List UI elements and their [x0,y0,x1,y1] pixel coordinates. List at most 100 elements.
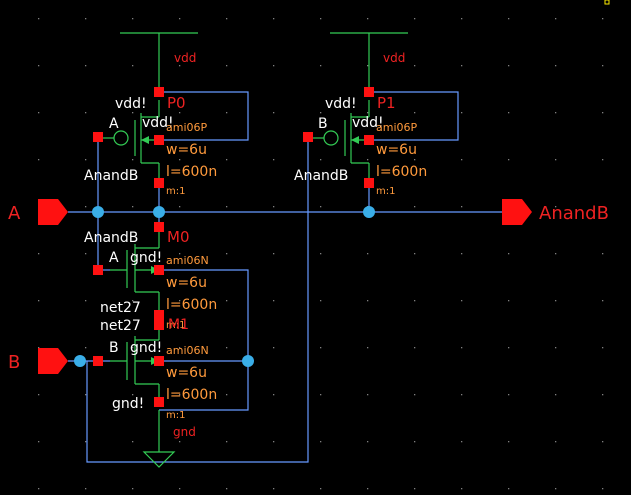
grid-dot [132,488,134,490]
grid-dot [226,441,228,443]
junction-anandb-left [153,206,165,218]
m0-width: w=6u [166,275,207,291]
grid-dot [320,347,322,349]
m0-gate-net: A [109,250,119,266]
p1-length: l=600n [376,164,427,180]
grid-dot [132,159,134,161]
grid-dot [179,300,181,302]
grid-dot [414,347,416,349]
grid-dot [320,159,322,161]
grid-dot [85,253,87,255]
p0-instance-name: P0 [167,94,186,112]
net-b-loop-wire[interactable] [86,137,309,463]
p1-gate-pin[interactable] [303,132,313,142]
p0-bulk-wire[interactable] [159,91,249,141]
supply-lines [120,32,408,468]
m0-source-pin[interactable] [154,310,164,320]
grid-dot [85,18,87,20]
input-a-port[interactable] [38,199,68,225]
vdd-right-label: vdd [383,51,405,65]
m1-length: l=600n [166,387,217,403]
grid-dot [85,347,87,349]
p1-bulk-pin[interactable] [364,135,374,145]
grid-dot [38,300,40,302]
m1-bulk-pin[interactable] [154,356,164,366]
p1-source-net: vdd! [352,115,384,131]
grid-dot [85,488,87,490]
pin-squares [93,87,374,407]
m0-drain-pin[interactable] [154,222,164,232]
grid-dot [414,18,416,20]
grid-dot [85,206,87,208]
grid-dot [179,159,181,161]
grid-dot [179,441,181,443]
grid-dot [85,441,87,443]
grid-dot [414,488,416,490]
input-b-port[interactable] [38,348,68,374]
p0-drain-net: AnandB [84,168,138,184]
p1-source-pin[interactable] [364,87,374,97]
grid-dot [508,394,510,396]
grid-dot [555,206,557,208]
grid-dot [132,18,134,20]
p0-gate-pin[interactable] [93,132,103,142]
grid-dot [179,206,181,208]
m1-drain-pin[interactable] [154,320,164,330]
m1-gate-pin[interactable] [93,356,103,366]
grid-dot [461,488,463,490]
grid-dot [320,112,322,114]
grid-dot [461,347,463,349]
grid-dot [179,347,181,349]
grid-dot [602,441,604,443]
grid-dot [367,441,369,443]
grid-dot [320,18,322,20]
p0-source-pin[interactable] [154,87,164,97]
grid-dot [602,112,604,114]
grid-dot [367,488,369,490]
grid-dot [85,300,87,302]
output-anandb-label: AnandB [539,203,609,224]
m1-source-net: gnd! [112,396,144,412]
m0-gate-pin[interactable] [93,265,103,275]
p1-drain-net: AnandB [294,168,348,184]
p1-drain-pin[interactable] [364,178,374,188]
grid-dot [38,18,40,20]
grid-dot [179,253,181,255]
grid-dot [226,159,228,161]
grid-dot [367,112,369,114]
p0-bulk-pin[interactable] [154,135,164,145]
grid-dot [85,65,87,67]
p0-mult: m:1 [166,186,185,197]
gnd-label: gnd [173,425,196,439]
m0-bulk-pin[interactable] [154,265,164,275]
grid-dot [602,18,604,20]
grid-dot [461,112,463,114]
p0-width: w=6u [166,142,207,158]
selection-marker [604,0,610,5]
grid-dot [555,488,557,490]
p1-gate-net: B [318,116,328,132]
junction-dots [74,206,375,367]
grid-dot [508,253,510,255]
grid-dot [367,18,369,20]
m0-model: ami06N [166,254,209,267]
gnd-symbol [142,451,176,468]
grid-dot [273,112,275,114]
grid-dot [226,65,228,67]
m0-drain-net: AnandB [84,230,138,246]
nmos-bulk-wire[interactable] [159,269,249,411]
p0-gate-net: A [109,116,119,132]
p1-bulk-wire[interactable] [369,91,459,141]
output-anandb-port[interactable] [502,199,532,225]
grid-dot [226,18,228,20]
grid-dot [461,159,463,161]
grid-dot [226,488,228,490]
p0-drain-pin[interactable] [154,178,164,188]
grid-dot [132,253,134,255]
grid-dot [414,253,416,255]
grid-dot [273,347,275,349]
grid-dot [461,394,463,396]
m1-source-pin[interactable] [154,397,164,407]
grid-dot [367,394,369,396]
